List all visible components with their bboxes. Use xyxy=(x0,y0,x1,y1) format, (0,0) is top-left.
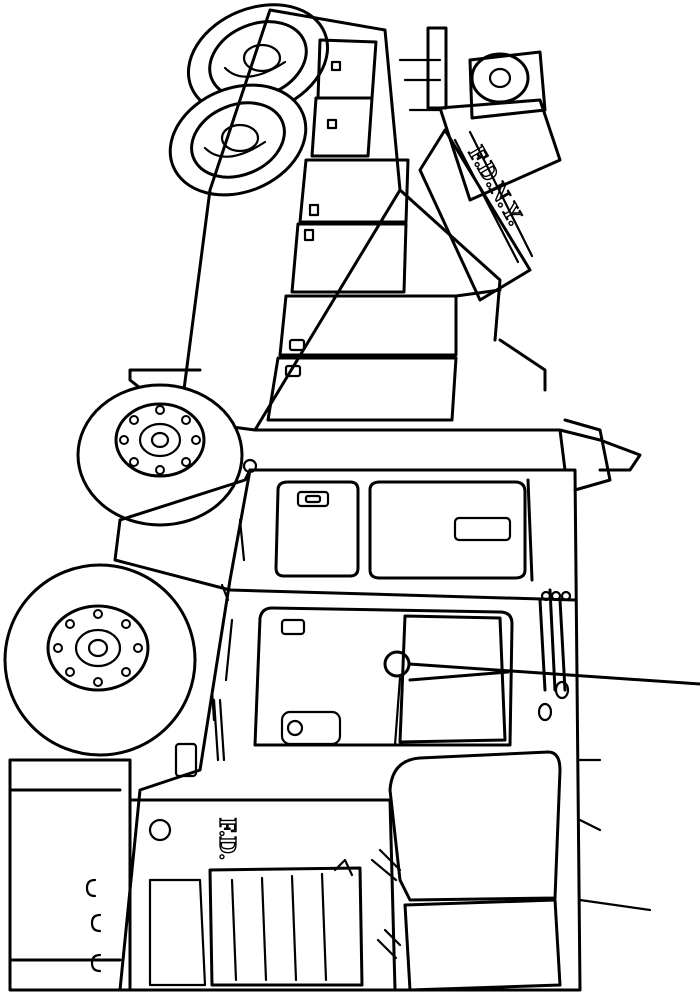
compartment-door xyxy=(310,96,374,158)
compartment-door xyxy=(266,356,458,422)
front-bumper: F.D. xyxy=(8,758,397,992)
door-window xyxy=(398,614,507,744)
cab-lettering: F.D. xyxy=(214,818,240,860)
windshield xyxy=(388,750,562,902)
rear-wheel-lower xyxy=(168,83,308,197)
rear-wheel-upper xyxy=(186,3,330,117)
front-wheel xyxy=(3,563,197,757)
ladder-assembly: F.D.N.Y. xyxy=(398,26,562,302)
compartment-door xyxy=(278,294,458,357)
cab-window xyxy=(368,480,527,580)
cab-front-door xyxy=(253,606,514,747)
compartment-door xyxy=(290,222,408,294)
middle-wheel xyxy=(76,383,244,527)
grille xyxy=(208,866,364,987)
compartment-door xyxy=(298,158,410,224)
cab-rear-door xyxy=(274,480,360,578)
cab xyxy=(113,458,700,992)
